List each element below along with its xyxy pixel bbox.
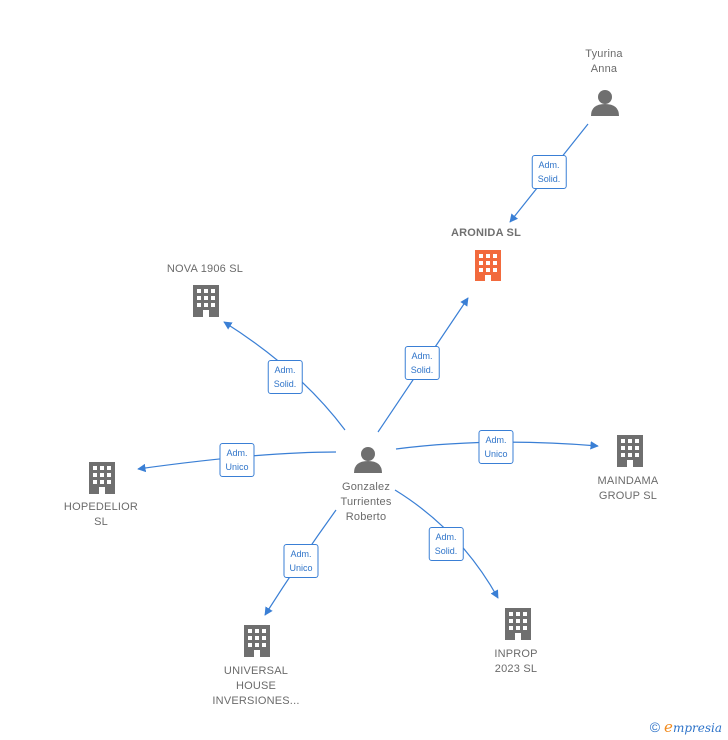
node-label-tyurina[interactable]: Tyurina Anna <box>585 48 623 75</box>
edge-label-center-universal: Adm. Unico <box>283 544 319 578</box>
edge-label-center-maindama: Adm. Unico <box>478 430 514 464</box>
brand-name: mpresia <box>672 721 722 735</box>
building-icon-inprop[interactable] <box>505 608 531 640</box>
building-icon-nova[interactable] <box>193 285 219 317</box>
person-icon-center[interactable] <box>354 447 382 473</box>
building-icon-maindama[interactable] <box>617 435 643 467</box>
copyright-icon: © <box>649 719 661 735</box>
node-label-universal[interactable]: UNIVERSAL HOUSE INVERSIONES... <box>212 665 300 707</box>
edge-label-center-nova: Adm. Solid. <box>267 360 303 394</box>
edge-label-center-inprop: Adm. Solid. <box>428 527 464 561</box>
edge-label-tyurina-aronida: Adm. Solid. <box>531 155 567 189</box>
edge-label-center-aronida: Adm. Solid. <box>404 346 440 380</box>
node-label-center[interactable]: Gonzalez Turrientes Roberto <box>340 481 392 523</box>
node-label-maindama[interactable]: MAINDAMA GROUP SL <box>597 475 659 502</box>
building-icon-aronida[interactable] <box>475 250 501 281</box>
empresia-logo[interactable]: © empresia <box>650 718 722 736</box>
edge-label-center-hopedelior: Adm. Unico <box>219 443 255 477</box>
node-label-aronida[interactable]: ARONIDA SL <box>450 227 522 239</box>
node-label-hopedelior[interactable]: HOPEDELIOR SL <box>63 501 139 528</box>
node-label-nova[interactable]: NOVA 1906 SL <box>166 263 244 275</box>
building-icon-hopedelior[interactable] <box>89 462 115 494</box>
building-icon-universal[interactable] <box>244 625 270 657</box>
person-icon-tyurina[interactable] <box>591 90 619 116</box>
brand-initial: e <box>664 718 673 736</box>
node-label-inprop[interactable]: INPROP 2023 SL <box>494 648 538 675</box>
